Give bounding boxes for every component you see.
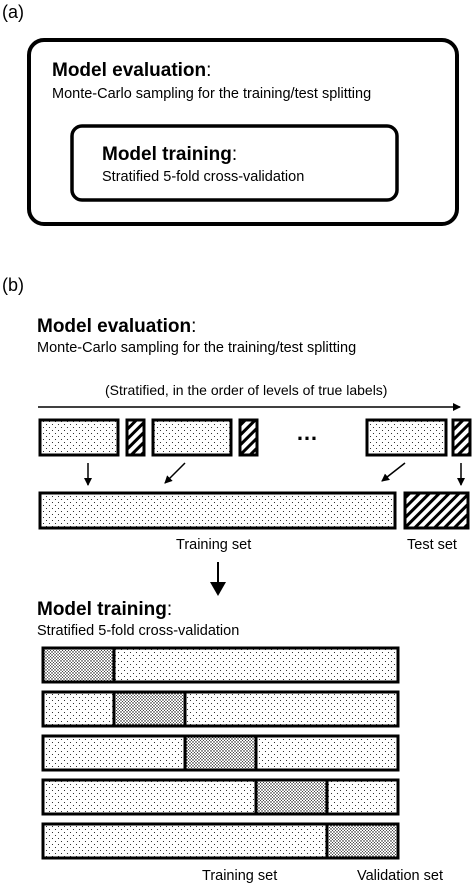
evaluation-title: Model evaluation: <box>52 60 212 81</box>
panel-b-label: (b) <box>2 275 24 295</box>
sample-block-2-test <box>238 418 259 457</box>
stratification-caption: (Stratified, in the order of levels of t… <box>105 382 388 398</box>
sample-block-2-train <box>151 418 233 457</box>
validation-segment <box>325 822 400 860</box>
fold-row-2 <box>41 690 400 728</box>
sample-block-1-test <box>125 418 146 457</box>
validation-segment <box>183 734 258 772</box>
fold-row-3 <box>41 734 400 772</box>
validation-segment <box>112 690 187 728</box>
ellipsis: … <box>296 420 318 445</box>
evaluation-outer-box <box>27 38 459 226</box>
training-title: Model training: <box>102 144 238 165</box>
b-evaluation-title: Model evaluation: <box>37 316 197 337</box>
to-training-arrowhead <box>210 582 226 596</box>
test-set-bar <box>403 491 470 530</box>
b-evaluation-subtitle: Monte-Carlo sampling for the training/te… <box>37 340 357 356</box>
sample-block-1-train <box>38 418 120 457</box>
fold-row-5 <box>41 822 400 860</box>
sample-block-n-test <box>451 418 472 457</box>
training-subtitle: Stratified 5-fold cross-validation <box>102 169 305 185</box>
training-inner-box <box>70 124 399 202</box>
merge-arrow-3 <box>381 462 406 482</box>
merge-arrow-2 <box>164 462 186 484</box>
cv-validation-set-label: Validation set <box>357 868 443 884</box>
b-training-subtitle: Stratified 5-fold cross-validation <box>37 623 240 639</box>
panel-a-label: (a) <box>2 2 24 22</box>
fold-row-1 <box>41 646 400 684</box>
evaluation-subtitle: Monte-Carlo sampling for the training/te… <box>52 86 372 102</box>
sample-block-n-train <box>365 418 448 457</box>
cv-training-set-label: Training set <box>202 868 278 884</box>
validation-segment <box>41 646 116 684</box>
training-set-bar <box>38 491 397 530</box>
test-set-label: Test set <box>407 537 457 553</box>
fold-row-4 <box>41 778 400 816</box>
validation-segment <box>254 778 329 816</box>
training-set-label: Training set <box>176 537 252 553</box>
b-training-title: Model training: <box>37 599 173 620</box>
